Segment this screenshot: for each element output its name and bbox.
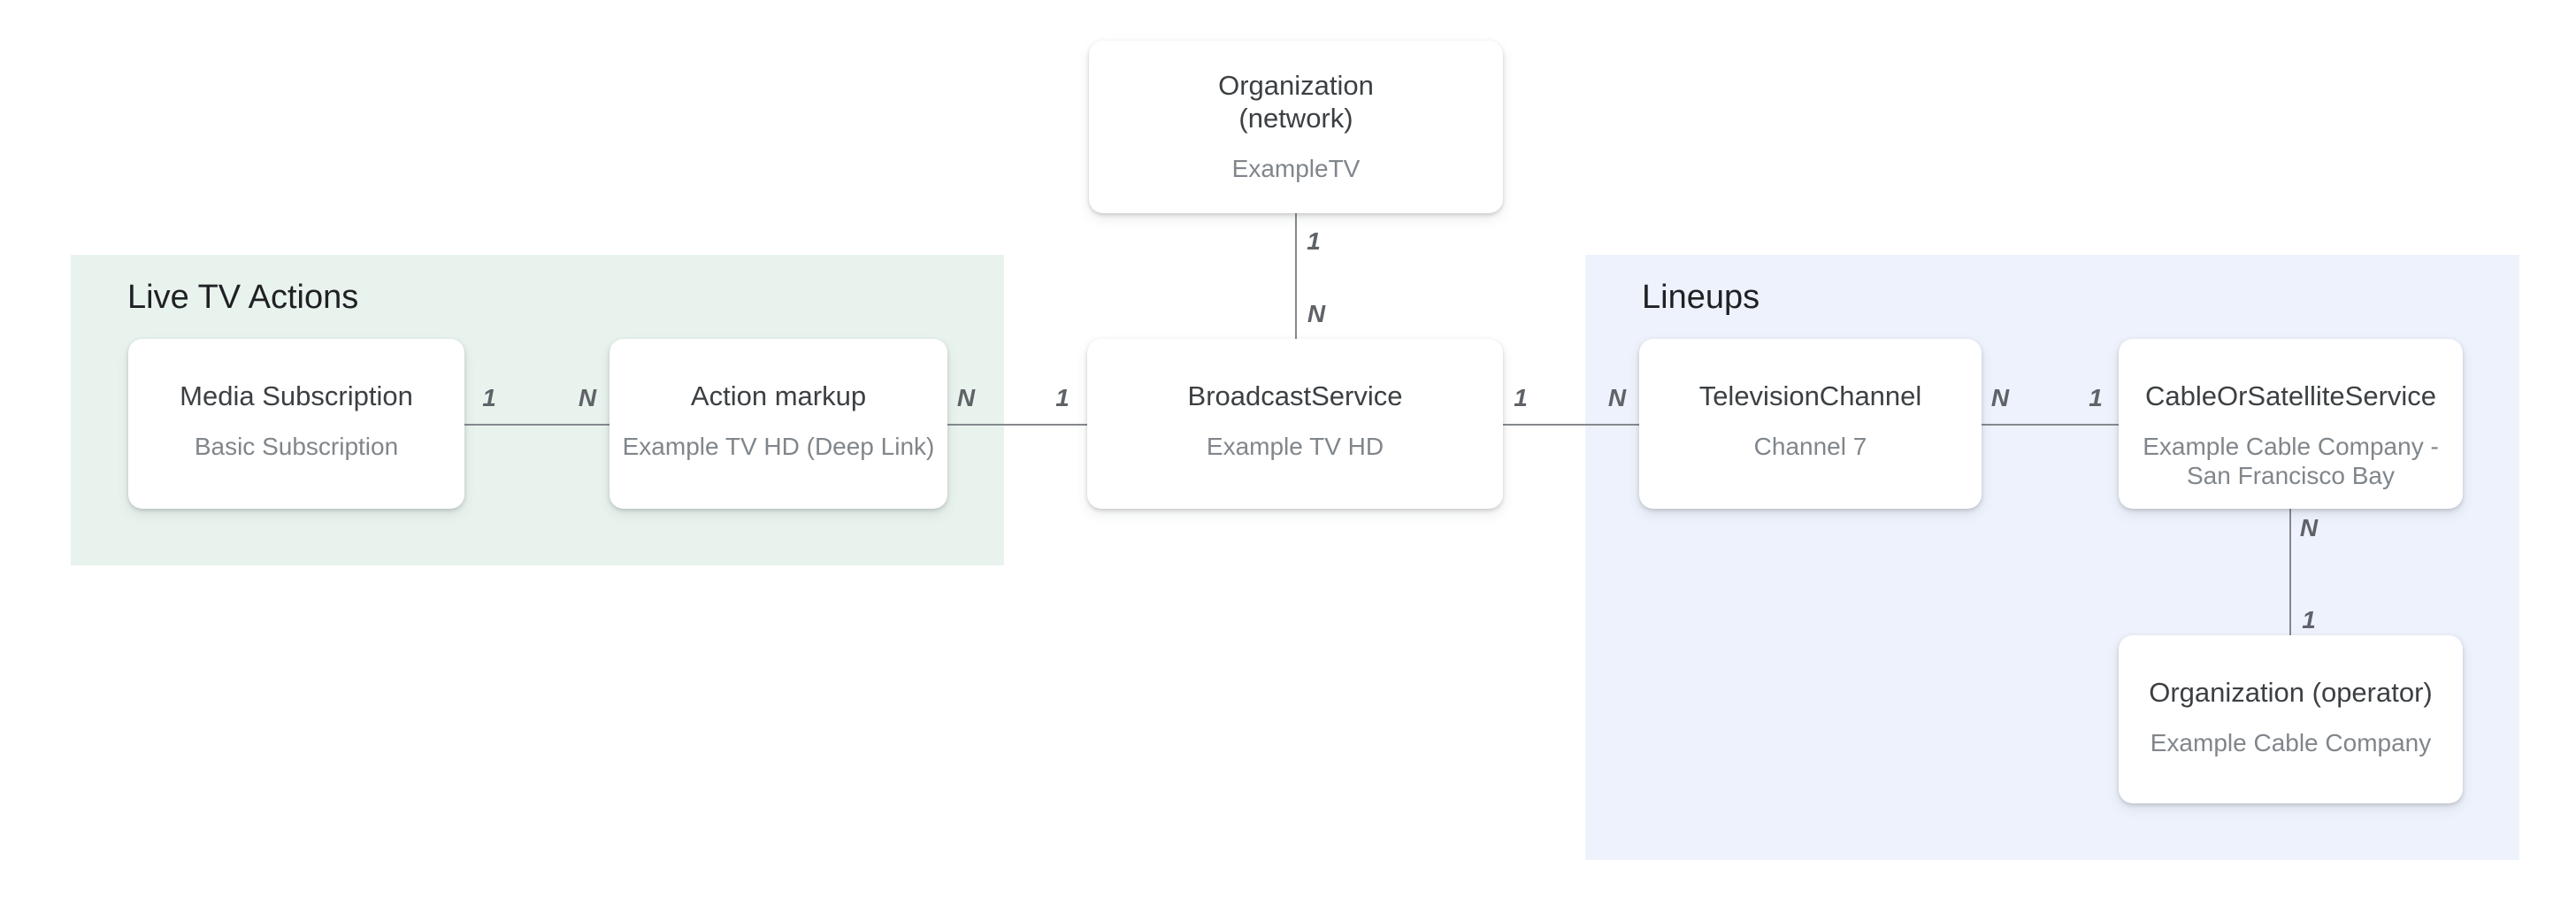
cardinality-broadcast-out-side: 1 bbox=[1514, 384, 1528, 411]
node-subtitle: Example TV HD bbox=[1206, 433, 1384, 460]
node-subtitle: Example Cable Company bbox=[2150, 729, 2432, 756]
cardinality-cable-out-side: N bbox=[2299, 514, 2319, 541]
node-broadcast-service: BroadcastService Example TV HD bbox=[1087, 339, 1503, 509]
node-subtitle: Channel 7 bbox=[1753, 433, 1867, 460]
cardinality-channel-out-side: N bbox=[1990, 384, 2010, 411]
cardinality-broadcast-side: N bbox=[1307, 300, 1326, 327]
cardinality-operator-side: 1 bbox=[2302, 606, 2316, 633]
node-organization-operator: Organization (operator) Example Cable Co… bbox=[2119, 635, 2463, 803]
node-organization-network: Organization (network) ExampleTV bbox=[1089, 41, 1503, 213]
node-title: BroadcastService bbox=[1187, 380, 1403, 411]
cardinality-media-side: 1 bbox=[482, 384, 496, 411]
edge-cable-to-operator bbox=[2289, 509, 2291, 635]
node-subtitle: Basic Subscription bbox=[194, 433, 399, 460]
cardinality-channel-side: N bbox=[1607, 384, 1627, 411]
node-title: Organization (network) bbox=[1218, 70, 1374, 134]
edge-network-to-broadcast bbox=[1295, 213, 1297, 339]
cardinality-cable-side: 1 bbox=[2089, 384, 2103, 411]
edge-media-to-action bbox=[464, 424, 610, 426]
cardinality-action-out-side: N bbox=[956, 384, 976, 411]
node-subtitle: ExampleTV bbox=[1231, 155, 1361, 182]
node-title: Action markup bbox=[690, 380, 867, 411]
edge-broadcast-to-channel bbox=[1503, 424, 1639, 426]
node-action-markup: Action markup Example TV HD (Deep Link) bbox=[610, 339, 947, 509]
cardinality-action-side: N bbox=[578, 384, 597, 411]
node-title: Media Subscription bbox=[180, 380, 413, 411]
node-subtitle: Example Cable Company - San Francisco Ba… bbox=[2143, 433, 2439, 489]
edge-action-to-broadcast bbox=[947, 424, 1087, 426]
cardinality-broadcast-in-side: 1 bbox=[1055, 384, 1070, 411]
region-title-lineups: Lineups bbox=[1642, 279, 1760, 316]
cardinality-network-side: 1 bbox=[1307, 227, 1321, 255]
node-cable-or-satellite-service: CableOrSatelliteService Example Cable Co… bbox=[2119, 339, 2463, 509]
node-title: CableOrSatelliteService bbox=[2144, 380, 2437, 411]
node-title: TelevisionChannel bbox=[1698, 380, 1922, 411]
edge-channel-to-cable bbox=[1982, 424, 2119, 426]
node-media-subscription: Media Subscription Basic Subscription bbox=[128, 339, 464, 509]
node-title: Organization (operator) bbox=[2149, 677, 2433, 708]
region-title-live-tv-actions: Live TV Actions bbox=[127, 279, 359, 316]
node-television-channel: TelevisionChannel Channel 7 bbox=[1639, 339, 1982, 509]
node-subtitle: Example TV HD (Deep Link) bbox=[622, 433, 935, 460]
